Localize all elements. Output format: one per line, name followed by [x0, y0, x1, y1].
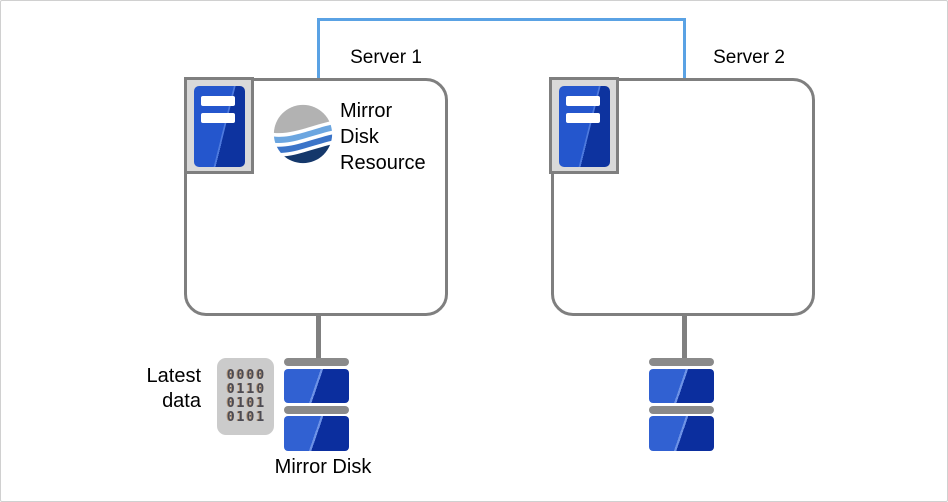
server-drive-slot — [566, 113, 600, 123]
disk-stack-icon — [284, 358, 349, 452]
server-tower-icon — [184, 77, 254, 174]
disk-bar — [649, 358, 714, 366]
disk-platter — [649, 416, 714, 451]
disk-platter — [284, 416, 349, 451]
server1-disk-connector — [316, 315, 321, 362]
disk-bar — [649, 406, 714, 414]
server-interconnect-line — [317, 18, 686, 79]
disk-platter — [284, 369, 349, 403]
server2-label: Server 2 — [713, 47, 785, 68]
server1-label: Server 1 — [350, 47, 422, 68]
mirror-disk-resource-label: Mirror Disk Resource — [340, 100, 426, 174]
mirror-disk-label: Mirror Disk — [274, 456, 372, 478]
binary-row: 0101 — [226, 409, 267, 425]
disk-platter — [649, 369, 714, 403]
binary-row: 0101 — [226, 395, 267, 411]
server-drive-slot — [201, 96, 235, 106]
disk-bar — [284, 406, 349, 414]
latest-data-label: Latest data — [146, 365, 201, 412]
server-tower-body — [194, 86, 245, 167]
disk-bar — [284, 358, 349, 366]
server2-disk-connector — [682, 315, 687, 362]
server-drive-slot — [566, 96, 600, 106]
mirror-wave-sphere-icon — [273, 104, 333, 164]
server-drive-slot — [201, 113, 235, 123]
server-tower-body — [559, 86, 610, 167]
binary-row: 0000 — [226, 367, 267, 383]
server-tower-icon — [549, 77, 619, 174]
disk-stack-icon — [649, 358, 714, 452]
binary-data-icon: 0000 0110 0101 0101 — [217, 358, 274, 435]
binary-row: 0110 — [226, 381, 267, 397]
